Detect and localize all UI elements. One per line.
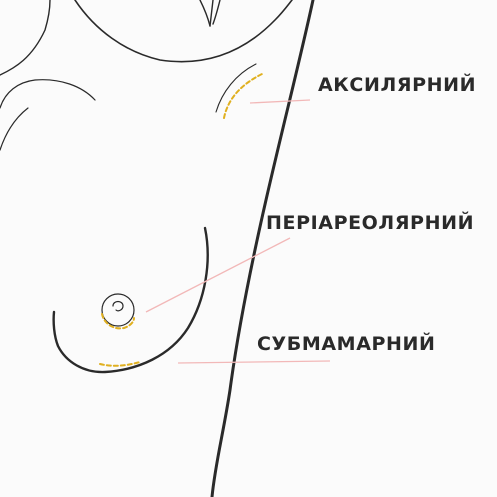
shoulder-contour <box>0 0 51 76</box>
submammary-pointer <box>177 360 331 364</box>
axillary-label: АКСИЛЯРНИЙ <box>318 74 477 96</box>
torso-outline <box>210 0 315 497</box>
armpit-fold <box>215 63 257 113</box>
periareolar-label: ПЕРІАРЕОЛЯРНИЙ <box>266 212 475 234</box>
periareolar-pointer <box>145 237 291 313</box>
breast-outline <box>52 226 209 374</box>
arm-contour <box>74 0 293 63</box>
axillary-pointer <box>249 99 311 104</box>
chest-contour-left <box>0 107 29 151</box>
submammary-label: СУБМАМАРНИЙ <box>257 333 436 355</box>
nipple <box>112 300 124 312</box>
periareolar-incision <box>101 313 135 330</box>
areola <box>101 293 135 327</box>
strap-line-2 <box>209 0 221 27</box>
strap-line <box>199 0 211 27</box>
submammary-incision <box>99 361 141 367</box>
chest-contour <box>0 79 96 109</box>
axillary-incision <box>223 73 263 119</box>
